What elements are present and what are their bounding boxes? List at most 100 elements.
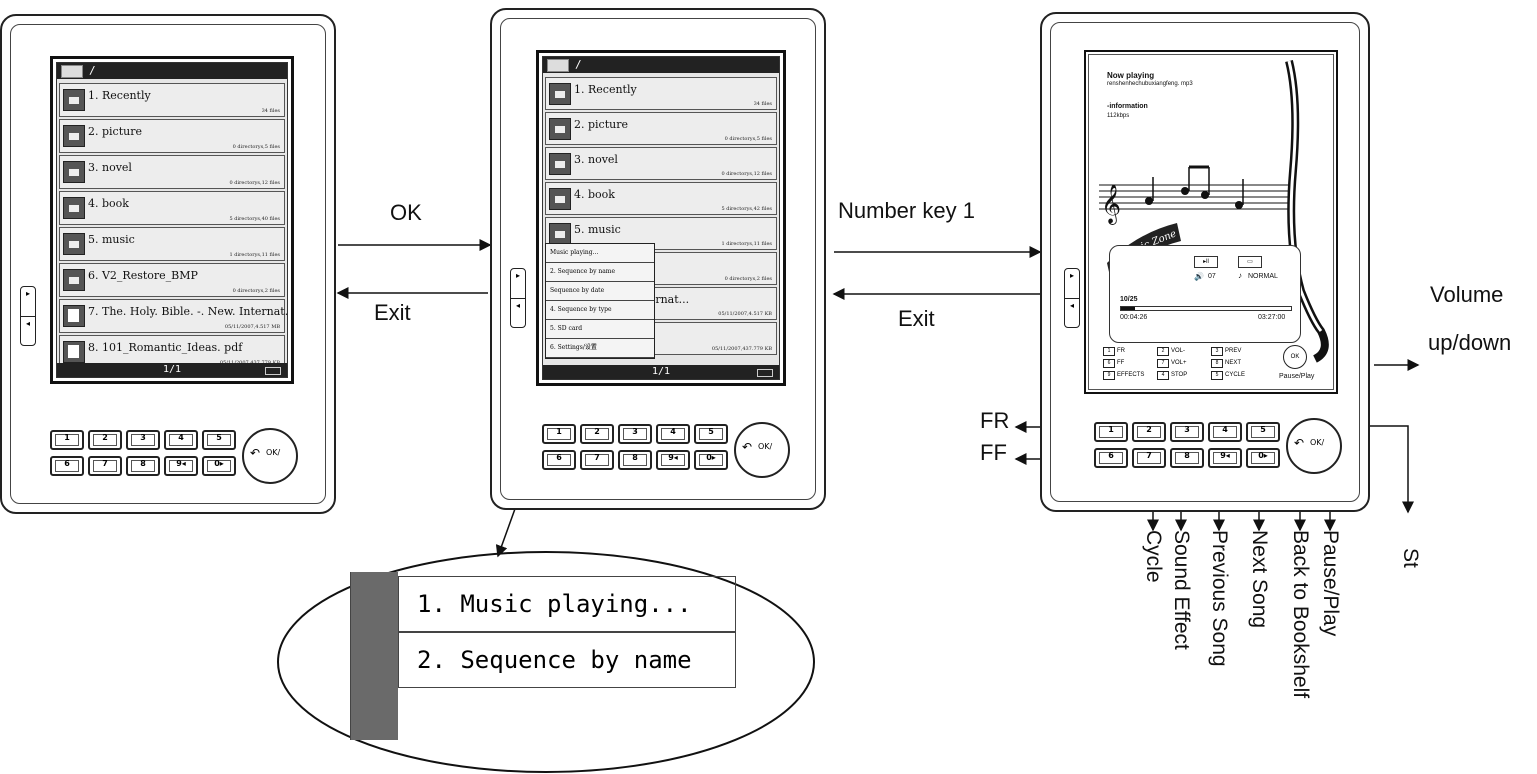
key-5[interactable]: 6 bbox=[542, 450, 576, 470]
zoom-item-sequence-by-name[interactable]: 2. Sequence by name bbox=[398, 632, 736, 688]
context-menu-item[interactable]: 2. Sequence by name bbox=[546, 263, 654, 282]
ok-button-middle[interactable]: ↶ OK/ bbox=[734, 422, 790, 478]
callout-label: Next Song bbox=[1248, 530, 1271, 629]
legend-action: VOL+ bbox=[1171, 360, 1187, 366]
file-meta: 05/11/2007,4.517 KB bbox=[718, 311, 772, 317]
key-1[interactable]: 2 bbox=[1132, 422, 1166, 442]
key-6[interactable]: 7 bbox=[580, 450, 614, 470]
key-7[interactable]: 8 bbox=[126, 456, 160, 476]
device-bezel bbox=[10, 24, 326, 504]
key-label: 4 bbox=[670, 427, 676, 436]
page-up-button[interactable]: ▸ bbox=[21, 287, 35, 317]
zoom-item-music-playing[interactable]: 1. Music playing... bbox=[398, 576, 736, 632]
file-name: 4. book bbox=[574, 188, 615, 201]
key-1[interactable]: 2 bbox=[580, 424, 614, 444]
back-icon: ↶ bbox=[742, 440, 753, 454]
legend-action: CYCLE bbox=[1225, 372, 1246, 378]
key-label: 1 bbox=[1108, 425, 1114, 434]
battery-icon bbox=[757, 369, 773, 377]
ok-label: OK/ bbox=[1310, 438, 1325, 447]
key-3[interactable]: 4 bbox=[1208, 422, 1242, 442]
page-up-button[interactable]: ▸ bbox=[511, 269, 525, 299]
key-1[interactable]: 2 bbox=[88, 430, 122, 450]
page-buttons: ▸ ◂ bbox=[1064, 268, 1080, 328]
ok-pause-play-button[interactable]: OK bbox=[1283, 345, 1307, 369]
key-2[interactable]: 3 bbox=[1170, 422, 1204, 442]
key-6[interactable]: 7 bbox=[1132, 448, 1166, 468]
file-meta: 0 directorys,5 files bbox=[232, 144, 280, 150]
file-meta: 0 directorys,12 files bbox=[229, 180, 280, 186]
play-pause-button[interactable]: ▸ll bbox=[1194, 256, 1218, 268]
ok-button-left[interactable]: ↶OK/ bbox=[242, 428, 298, 484]
page-down-button[interactable]: ◂ bbox=[25, 319, 30, 328]
back-icon: ↶ bbox=[250, 446, 261, 460]
folder-icon bbox=[63, 161, 85, 183]
file-name: 2. picture bbox=[574, 118, 628, 131]
legend-key: 9 bbox=[1103, 371, 1115, 380]
page-down-button[interactable]: ◂ bbox=[1069, 301, 1074, 310]
key-3[interactable]: 4 bbox=[164, 430, 198, 450]
key-9[interactable]: 0▸ bbox=[1246, 448, 1280, 468]
key-9[interactable]: 0▸ bbox=[694, 450, 728, 470]
ok-button-right[interactable]: ↶OK/ bbox=[1286, 418, 1342, 474]
key-5[interactable]: 6 bbox=[50, 456, 84, 476]
key-4[interactable]: 5 bbox=[202, 430, 236, 450]
key-8[interactable]: 9◂ bbox=[164, 456, 198, 476]
key-label: 6 bbox=[64, 459, 70, 468]
page-up-button[interactable]: ▸ bbox=[1065, 269, 1079, 299]
key-3[interactable]: 4 bbox=[656, 424, 690, 444]
key-label: 0▸ bbox=[1258, 451, 1268, 460]
key-label: 3 bbox=[140, 433, 146, 442]
key-4[interactable]: 5 bbox=[694, 424, 728, 444]
file-name: 3. novel bbox=[88, 161, 132, 174]
key-label: 9◂ bbox=[668, 453, 678, 462]
file-name: 1. Recently bbox=[88, 89, 151, 102]
key-label: 5 bbox=[708, 427, 714, 436]
context-menu-item[interactable]: 4. Sequence by type bbox=[546, 301, 654, 320]
device-bezel bbox=[1050, 22, 1360, 502]
key-5[interactable]: 6 bbox=[1094, 448, 1128, 468]
ok-icon-label: OK bbox=[1290, 354, 1300, 360]
screen-right: Now playing renshenhechubuxiangfeng. mp3… bbox=[1084, 50, 1338, 394]
context-menu-item[interactable]: Music playing... bbox=[546, 244, 654, 263]
callout-label: Back to Bookshelf bbox=[1289, 530, 1312, 699]
key-8[interactable]: 9◂ bbox=[1208, 448, 1242, 468]
key-7[interactable]: 8 bbox=[1170, 448, 1204, 468]
volume-label-line2: up/down bbox=[1428, 330, 1512, 355]
key-0[interactable]: 1 bbox=[1094, 422, 1128, 442]
key-7[interactable]: 8 bbox=[618, 450, 652, 470]
context-menu-item[interactable]: 6. Settings/设置 bbox=[546, 339, 654, 358]
page-down-button[interactable]: ◂ bbox=[515, 301, 520, 310]
file-list-item[interactable]: 3. novel 0 directorys,12 files bbox=[59, 155, 285, 189]
ok-label: OK/ bbox=[758, 442, 773, 451]
file-list-item[interactable]: 7. The. Holy. Bible. -. New. Internat...… bbox=[59, 299, 287, 333]
key-2[interactable]: 3 bbox=[126, 430, 160, 450]
progress-bar[interactable] bbox=[1120, 306, 1292, 311]
key-2[interactable]: 3 bbox=[618, 424, 652, 444]
key-0[interactable]: 1 bbox=[50, 430, 84, 450]
file-meta: 5 directorys,40 files bbox=[229, 216, 280, 222]
key-8[interactable]: 9◂ bbox=[656, 450, 690, 470]
key-9[interactable]: 0▸ bbox=[202, 456, 236, 476]
key-0[interactable]: 1 bbox=[542, 424, 576, 444]
key-6[interactable]: 7 bbox=[88, 456, 122, 476]
key-label: 3 bbox=[632, 427, 638, 436]
context-menu-item[interactable]: Sequence by date bbox=[546, 282, 654, 301]
file-name: 1. Recently bbox=[574, 83, 637, 96]
stop-button[interactable]: ▭ bbox=[1238, 256, 1262, 268]
context-menu-item[interactable]: 5. SD card bbox=[546, 320, 654, 339]
key-4[interactable]: 5 bbox=[1246, 422, 1280, 442]
file-name: 8. 101_Romantic_Ideas. pdf bbox=[88, 341, 243, 354]
